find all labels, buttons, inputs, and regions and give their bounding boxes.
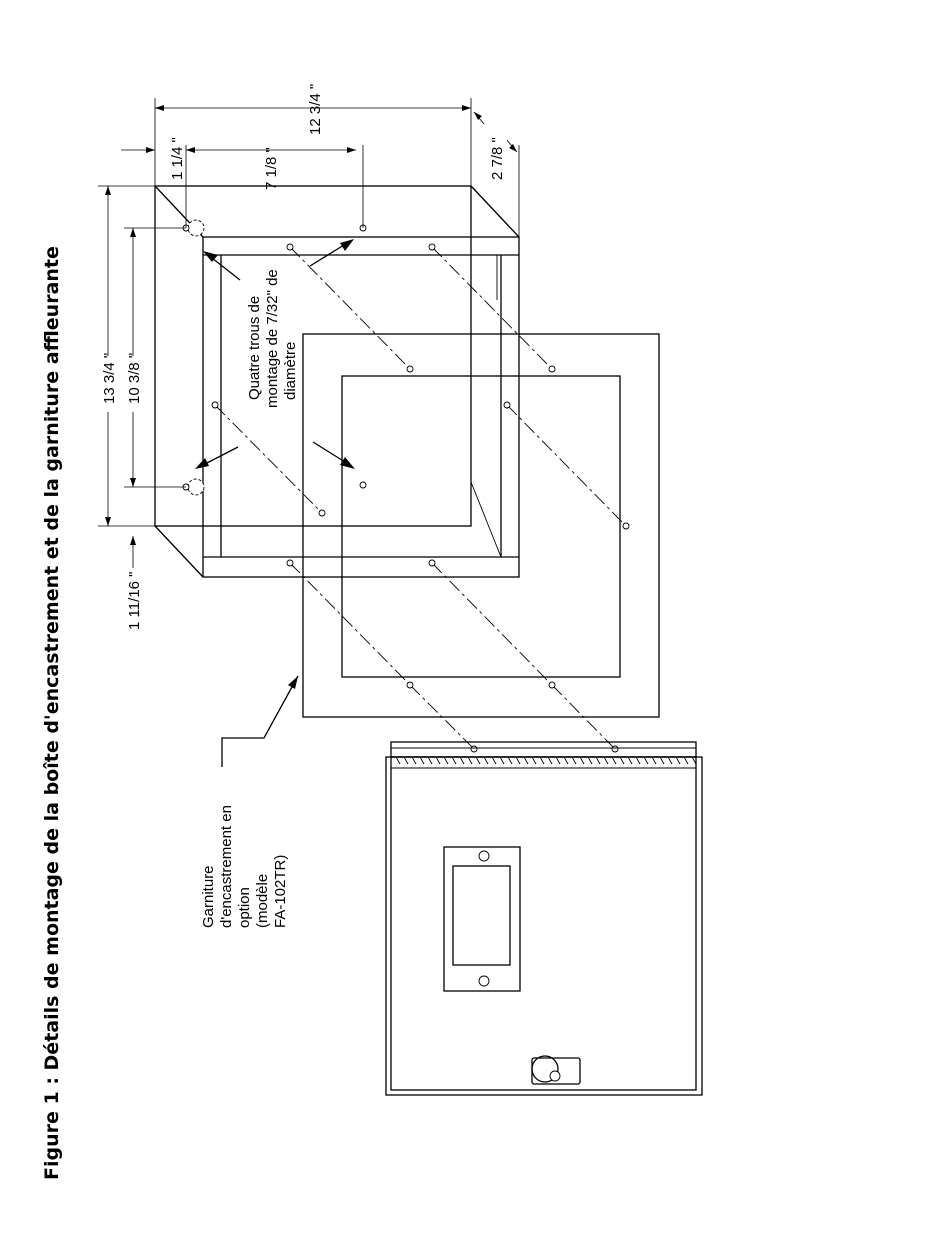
hinge-tick [420,757,424,764]
hinge-tick [684,757,688,764]
hinge-tick [652,757,656,764]
trim-ring-line-5: FA-102TR) [272,855,289,928]
lock-icon [532,1056,580,1084]
dim-bottom-offset: 1 11/16 " [126,572,143,630]
hinge-tick [516,757,520,764]
hinge-tick [572,757,576,764]
backbox [155,186,519,577]
hinge-tick [628,757,632,764]
dim-hole-spacing-height: 10 3/8 " [126,353,143,404]
dim-hole-spacing-width: 7 1/8 " [263,147,280,190]
hinge-tick [412,757,416,764]
hinge-tick [636,757,640,764]
hinge-tick [564,757,568,764]
hinge-tick [676,757,680,764]
hinge-tick [604,757,608,764]
hinge-tick [444,757,448,764]
hinge-tick [484,757,488,764]
mounting-holes-line-2: montage de 7/32" de [264,269,281,408]
enclosure-door [386,742,702,1095]
hinge-tick [492,757,496,764]
hinge-tick [500,757,504,764]
hinge-tick [452,757,456,764]
hinge-tick [460,757,464,764]
hinge-tick [532,757,536,764]
trim-ring-label: Garniture d'encastrement en option (modè… [200,805,289,928]
hinge-tick [612,757,616,764]
trim-ring-line-2: d'encastrement en [218,805,235,928]
hinge-tick [596,757,600,764]
hinge-tick [620,757,624,764]
hinge-tick [508,757,512,764]
hinge-tick [548,757,552,764]
dim-overall-height: 13 3/4 " [101,353,118,404]
hinge-tick [404,757,408,764]
trim-ring-line-1: Garniture [200,865,217,928]
hinge-tick [540,757,544,764]
hinge-tick [660,757,664,764]
dim-overall-width: 12 3/4 " [307,84,324,135]
dim-edge-to-hole: 1 1/4 " [169,137,186,180]
trim-ring-line-3: option [236,887,253,928]
hinge-tick [580,757,584,764]
hinge-tick [668,757,672,764]
hinge-tick [588,757,592,764]
dimension-lines [98,98,519,568]
figure-title: Figure 1 : Détails de montage de la boît… [41,246,63,1180]
trim-ring-line-4: (modèle [254,874,271,928]
mounting-holes-label: Quatre trous de montage de 7/32" de diam… [246,269,299,408]
mounting-holes-line-3: diamètre [282,342,299,400]
hinge-tick [524,757,528,764]
keyhole-slot-bottom [183,479,204,495]
hinge-tick [428,757,432,764]
mounting-holes-line-1: Quatre trous de [246,296,263,400]
hinge-tick [396,757,400,764]
hinge-tick [468,757,472,764]
hinge-tick [556,757,560,764]
dim-depth: 2 7/8 " [489,137,506,180]
hinge-tick [644,757,648,764]
hinge-tick [476,757,480,764]
hinge-tick [436,757,440,764]
